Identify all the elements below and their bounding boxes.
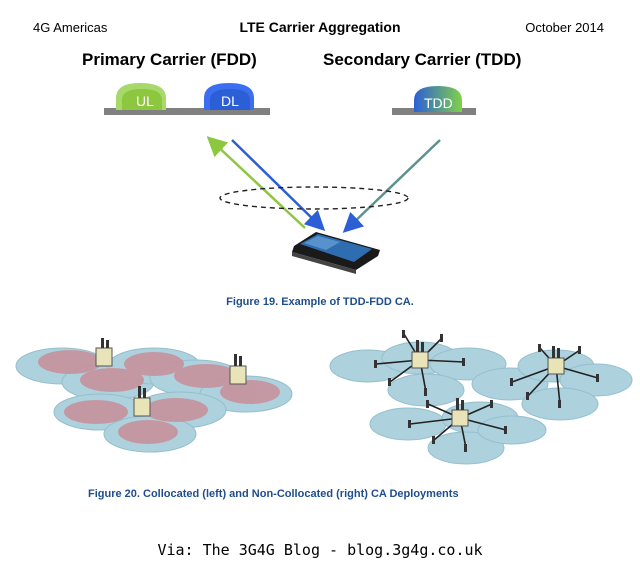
ul-band xyxy=(116,83,166,110)
fdd-band-bar xyxy=(104,108,270,115)
tdd-label: TDD xyxy=(424,95,453,111)
ul-arrow xyxy=(206,136,306,229)
figure20-caption: Figure 20. Collocated (left) and Non-Col… xyxy=(88,488,459,500)
tdd-band xyxy=(414,86,462,112)
base-station-icon xyxy=(547,346,565,375)
tdd-arrow xyxy=(342,139,441,233)
rotation-ellipse xyxy=(219,186,409,210)
header-date: October 2014 xyxy=(525,20,604,35)
source-credit: Via: The 3G4G Blog - blog.3g4g.co.uk xyxy=(157,541,483,559)
primary-carrier-title: Primary Carrier (FDD) xyxy=(82,50,257,69)
dl-arrow xyxy=(231,139,326,231)
base-station-icon xyxy=(95,338,113,367)
phone-icon xyxy=(292,232,380,274)
deployments-diagram xyxy=(15,330,633,465)
ul-label: UL xyxy=(136,93,154,109)
header-title: LTE Carrier Aggregation xyxy=(239,19,401,35)
header-left: 4G Americas xyxy=(33,20,108,35)
dl-band xyxy=(204,83,254,110)
figure19-caption: Figure 19. Example of TDD-FDD CA. xyxy=(226,296,414,308)
non-collocated-deployment xyxy=(329,330,633,465)
base-station-icon xyxy=(451,398,469,427)
dl-label: DL xyxy=(221,93,239,109)
tdd-fdd-diagram: UL DL TDD xyxy=(104,83,476,274)
collocated-deployment xyxy=(15,338,293,453)
base-station-icon xyxy=(411,340,429,369)
base-station-icon xyxy=(229,354,247,385)
secondary-carrier-title: Secondary Carrier (TDD) xyxy=(323,50,522,69)
base-station-icon xyxy=(133,386,151,417)
